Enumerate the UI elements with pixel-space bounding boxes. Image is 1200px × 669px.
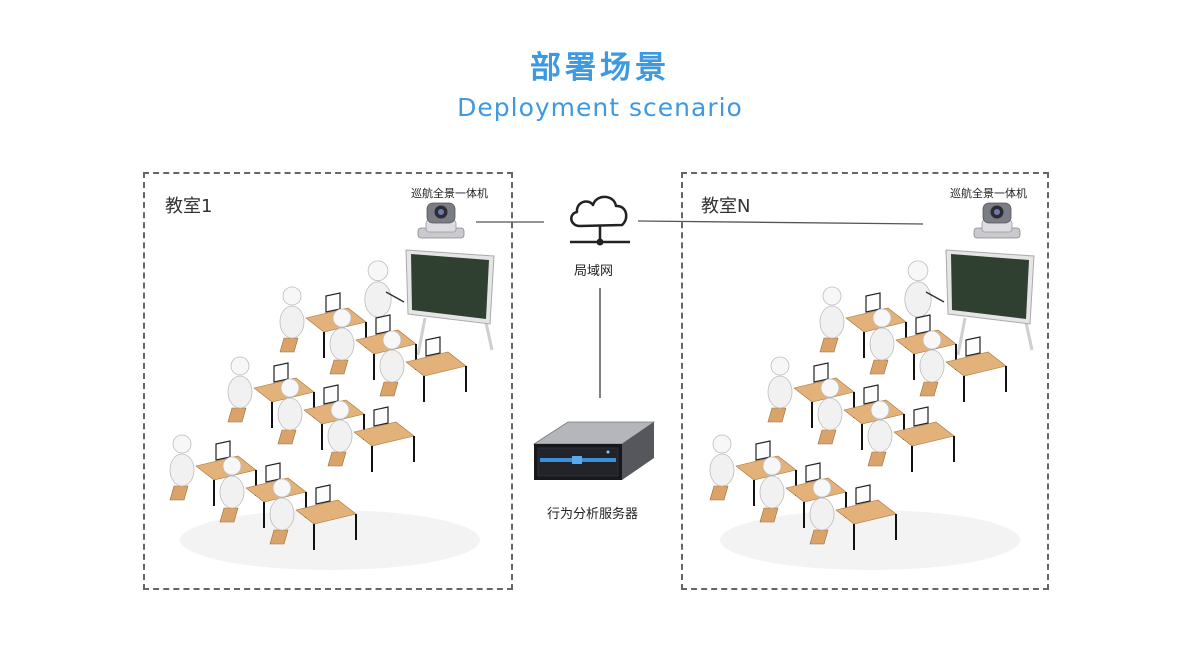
student-head (367, 260, 389, 282)
student-head (230, 356, 250, 376)
student-head (330, 400, 350, 420)
student-body (169, 453, 195, 487)
student-head (282, 286, 302, 306)
laptop-screen (265, 462, 281, 483)
student-body (279, 305, 305, 339)
student-body (227, 375, 253, 409)
classroom-1-scene (169, 249, 495, 570)
student-head (272, 478, 292, 498)
student-body (809, 497, 835, 531)
chair (709, 485, 729, 501)
page-subtitle: Deployment scenario (457, 93, 743, 122)
student-head (770, 356, 790, 376)
student-head (820, 378, 840, 398)
student-head (222, 456, 242, 476)
student-body (269, 497, 295, 531)
laptop-screen (755, 440, 771, 461)
student-head (382, 330, 402, 350)
server-label: 行为分析服务器 (547, 507, 639, 522)
student-body (904, 281, 932, 318)
student-body (819, 305, 845, 339)
student-body (867, 419, 893, 453)
laptop-screen (855, 484, 871, 505)
chair (867, 451, 887, 467)
laptop-screen (323, 384, 339, 405)
student-head (907, 260, 929, 282)
student-head (812, 478, 832, 498)
student-body (329, 327, 355, 361)
student-head (872, 308, 892, 328)
student-body (364, 281, 392, 318)
laptop-screen (913, 406, 929, 427)
laptop-screen (865, 292, 881, 313)
floor-shadow (720, 510, 1020, 570)
page-title: 部署场景 (530, 50, 670, 86)
laptop-screen (425, 336, 441, 357)
teacher-pointer (385, 291, 405, 303)
classroom-1-camera-label: 巡航全景一体机 (411, 187, 488, 200)
laptop-screen (273, 362, 289, 383)
blackboard (951, 254, 1029, 319)
student-head (172, 434, 192, 454)
link-roomN (637, 220, 924, 225)
chair (819, 337, 839, 353)
classroom-n-camera-label: 巡航全景一体机 (950, 187, 1027, 200)
student-body (709, 453, 735, 487)
student-body (219, 475, 245, 509)
chair (379, 381, 399, 397)
student-body (767, 375, 793, 409)
laptop-screen (863, 384, 879, 405)
chair (767, 407, 787, 423)
laptop-screen (915, 314, 931, 335)
ptz-camera-icon (973, 202, 1021, 239)
chair (817, 429, 837, 445)
server-icon (532, 421, 656, 480)
student-body (869, 327, 895, 361)
blackboard (411, 254, 489, 319)
laptop-screen (805, 462, 821, 483)
student-body (277, 397, 303, 431)
classroom-n-frame (681, 172, 1049, 590)
student-body (817, 397, 843, 431)
student-body (327, 419, 353, 453)
chair (227, 407, 247, 423)
laptop-screen (965, 336, 981, 357)
chair (869, 359, 889, 375)
easel-leg (956, 317, 967, 356)
floor-shadow (180, 510, 480, 570)
chair (169, 485, 189, 501)
classroom-1-name: 教室1 (165, 196, 213, 217)
student-body (919, 349, 945, 383)
easel-leg (416, 317, 427, 356)
laptop-screen (325, 292, 341, 313)
student-body (379, 349, 405, 383)
chair (919, 381, 939, 397)
student-head (822, 286, 842, 306)
laptop-screen (813, 362, 829, 383)
student-head (762, 456, 782, 476)
student-head (922, 330, 942, 350)
network-label: 局域网 (574, 264, 614, 279)
chair (327, 451, 347, 467)
classroom-n-name: 教室N (701, 196, 751, 217)
chair (329, 359, 349, 375)
chair (279, 337, 299, 353)
teacher-pointer (925, 291, 945, 303)
student-head (332, 308, 352, 328)
ptz-camera-icon (417, 202, 465, 239)
student-head (712, 434, 732, 454)
cloud-network-icon (570, 195, 630, 246)
laptop-screen (315, 484, 331, 505)
classroom-n-scene (709, 249, 1035, 570)
laptop-screen (375, 314, 391, 335)
student-head (280, 378, 300, 398)
laptop-screen (373, 406, 389, 427)
classroom-1-frame (143, 172, 513, 590)
laptop-screen (215, 440, 231, 461)
student-body (759, 475, 785, 509)
student-head (870, 400, 890, 420)
chair (277, 429, 297, 445)
